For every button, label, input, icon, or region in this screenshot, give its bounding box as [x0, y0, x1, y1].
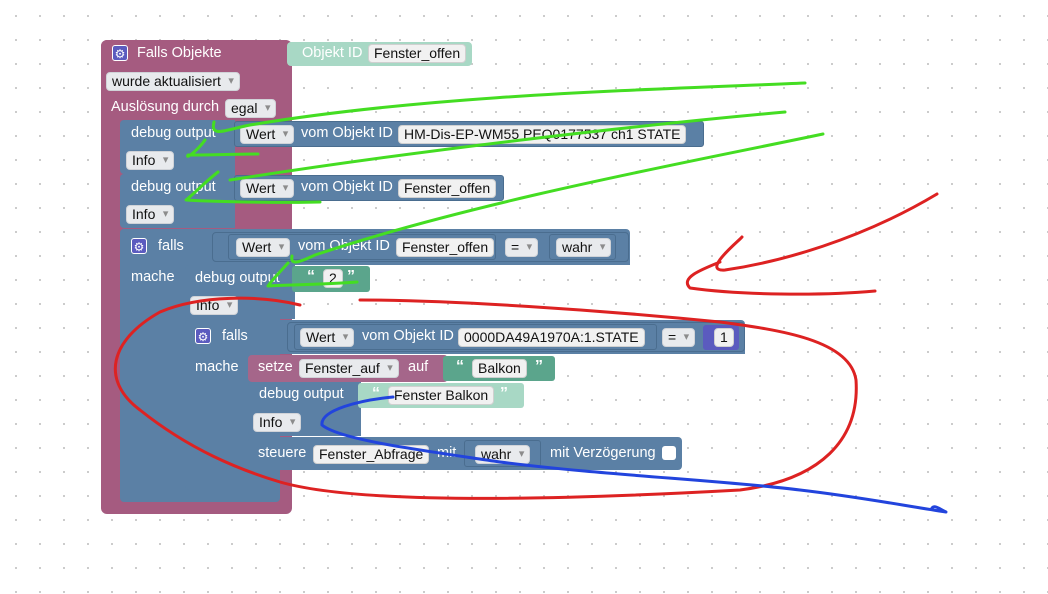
green-arrow-2 — [184, 110, 787, 204]
green-arrow-1 — [186, 81, 807, 158]
delay-checkbox[interactable] — [662, 446, 676, 460]
debug-label-4: debug output — [259, 386, 344, 402]
debug-level-2[interactable]: Info — [126, 205, 175, 224]
falls-label-1: falls — [158, 238, 184, 254]
ausloesung-label: Auslösung durch — [111, 99, 220, 115]
source-dropdown-4[interactable]: Wert — [300, 328, 355, 347]
mache-label-2: mache — [195, 359, 239, 375]
steuere-value-dropdown[interactable]: wahr — [475, 445, 531, 464]
debug-label-1: debug output — [131, 125, 216, 141]
debug-label-3: debug output — [195, 270, 280, 286]
gear-icon[interactable]: ⚙ — [131, 238, 147, 254]
vom-label-2: vom Objekt ID — [301, 179, 393, 195]
source-dropdown-3[interactable]: Wert — [236, 238, 291, 257]
auf-label: auf — [408, 359, 429, 375]
object-id-field-2[interactable]: Fenster_offen — [398, 179, 497, 198]
setze-value[interactable]: Balkon — [472, 359, 527, 378]
mache-label-1: mache — [131, 269, 175, 285]
quote-close-icon: ” — [500, 385, 508, 402]
quote-open-icon: “ — [307, 268, 315, 285]
quote-open-icon: “ — [456, 358, 464, 375]
debug-level-1[interactable]: Info — [126, 151, 175, 170]
debug-text-4[interactable]: Fenster Balkon — [388, 386, 495, 405]
gear-icon[interactable]: ⚙ — [112, 45, 128, 61]
compare-number-2[interactable]: 1 — [714, 328, 734, 347]
source-dropdown-1[interactable]: Wert — [240, 125, 295, 144]
event-dropdown[interactable]: wurde aktualisiert — [106, 72, 240, 91]
steuere-label: steuere — [258, 445, 307, 461]
gear-icon[interactable]: ⚙ — [195, 328, 211, 344]
source-dropdown-2[interactable]: Wert — [240, 179, 295, 198]
object-id-label: Objekt ID — [302, 45, 363, 61]
debug-level-4[interactable]: Info — [253, 413, 302, 432]
vom-label-4: vom Objekt ID — [362, 328, 454, 344]
operator-dropdown-1[interactable]: = — [505, 238, 539, 257]
compare-dropdown-1[interactable]: wahr — [556, 238, 612, 257]
delay-label: mit Verzögerung — [550, 445, 656, 461]
variable-dropdown[interactable]: Fenster_auf — [299, 359, 399, 378]
ausloesung-dropdown[interactable]: egal — [225, 99, 277, 118]
object-id-field-4[interactable]: 0000DA49A1970A:1.STATE — [458, 328, 645, 347]
green-arrow-3 — [266, 132, 825, 288]
trigger-title: Falls Objekte — [137, 45, 222, 61]
vom-label-1: vom Objekt ID — [301, 125, 393, 141]
blue-annotation — [320, 395, 948, 514]
red-annotation — [113, 192, 939, 500]
operator-dropdown-2[interactable]: = — [662, 328, 696, 347]
object-id-field[interactable]: Fenster_offen — [368, 44, 467, 63]
quote-close-icon: ” — [535, 358, 543, 375]
setze-label: setze — [258, 359, 293, 375]
object-id-field-3[interactable]: Fenster_offen — [396, 238, 495, 257]
quote-open-icon: “ — [372, 385, 380, 402]
steuere-target[interactable]: Fenster_Abfrage — [313, 445, 430, 464]
quote-close-icon: ” — [347, 268, 355, 285]
falls-label-2: falls — [222, 328, 248, 344]
